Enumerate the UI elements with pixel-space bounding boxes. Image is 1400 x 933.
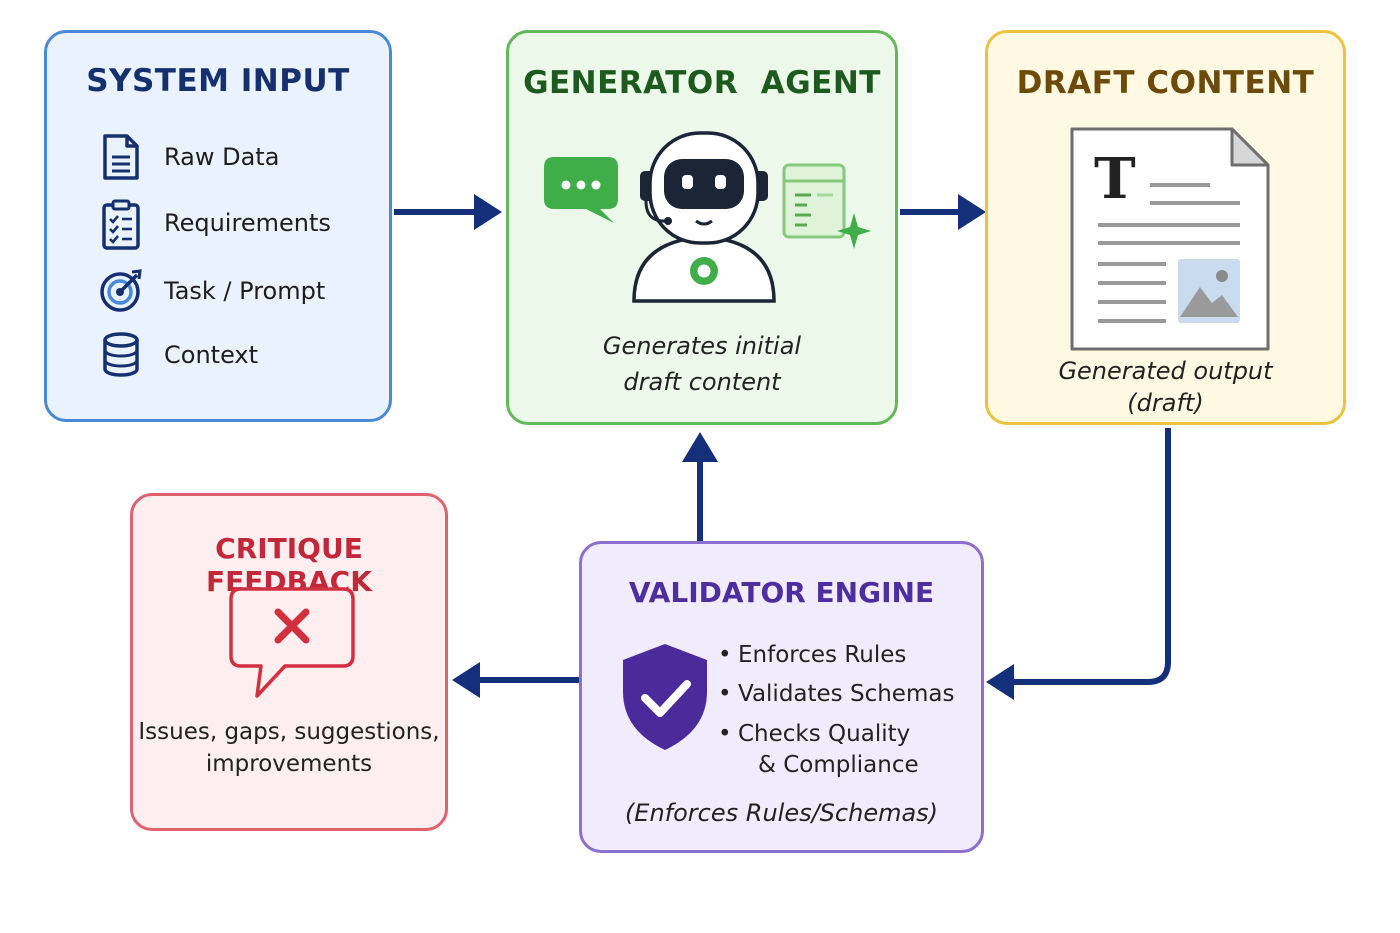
- input-item-label: Raw Data: [164, 143, 280, 171]
- validator-bullet: Enforces Rules: [718, 642, 906, 668]
- arrow-input-to-generator: [394, 194, 502, 230]
- arrow-validator-to-critique: [452, 662, 579, 698]
- input-item-label: Task / Prompt: [164, 277, 326, 305]
- critique-feedback-title: CRITIQUE FEEDBACK: [206, 532, 372, 598]
- validator-bullet: Checks Quality: [718, 721, 910, 747]
- shield-check-icon: [623, 644, 707, 750]
- error-bubble-icon: [229, 587, 355, 698]
- critique-feedback-box: CRITIQUE FEEDBACK Issues, gaps, suggesti…: [130, 493, 448, 831]
- input-item-label: Context: [164, 341, 259, 369]
- critique-caption-line2: improvements: [205, 751, 373, 777]
- system-input-box: SYSTEM INPUT Raw Data Requirements: [44, 30, 392, 422]
- draft-caption-line1: Generated output: [1058, 357, 1273, 385]
- generator-caption-line1: Generates initial: [602, 332, 802, 360]
- input-item-label: Requirements: [164, 209, 331, 237]
- generator-agent-box: GENERATOR AGENT Generates initial draft …: [506, 30, 898, 425]
- checklist-icon: [102, 199, 140, 250]
- chat-bubble-icon: [544, 157, 618, 223]
- arrow-generator-to-draft: [900, 194, 986, 230]
- database-icon: [103, 332, 139, 377]
- system-input-title: SYSTEM INPUT: [86, 63, 350, 99]
- input-item-raw-data: Raw Data: [99, 133, 379, 185]
- input-item-context: Context: [99, 331, 379, 383]
- draft-caption-line2: (draft): [1127, 389, 1204, 417]
- document-text-glyph: T: [1094, 146, 1136, 212]
- draft-document-icon: T: [1070, 127, 1270, 352]
- validator-bullet: Validates Schemas: [718, 681, 954, 707]
- arrow-draft-to-validator: [986, 428, 1171, 700]
- draft-content-title: DRAFT CONTENT: [1016, 65, 1315, 101]
- document-icon: [103, 134, 139, 180]
- generator-agent-title: GENERATOR AGENT: [523, 65, 881, 101]
- generator-caption-line2: draft content: [623, 368, 781, 396]
- input-item-requirements: Requirements: [99, 199, 379, 251]
- arrow-validator-to-generator: [682, 432, 718, 541]
- image-placeholder-icon: [1178, 259, 1240, 323]
- validator-bullet-continuation: & Compliance: [758, 752, 919, 778]
- critique-caption-line1: Issues, gaps, suggestions,: [138, 719, 440, 745]
- validator-footer: (Enforces Rules/Schemas): [624, 799, 939, 827]
- target-icon: [100, 269, 142, 312]
- robot-icon: [632, 131, 776, 303]
- validator-engine-title: VALIDATOR ENGINE: [628, 576, 935, 609]
- generated-document-icon: [782, 163, 871, 249]
- draft-content-box: DRAFT CONTENT T Generated output (draft): [985, 30, 1346, 425]
- validator-engine-box: VALIDATOR ENGINE Enforces Rules Validate…: [579, 541, 984, 853]
- input-item-task-prompt: Task / Prompt: [99, 267, 379, 319]
